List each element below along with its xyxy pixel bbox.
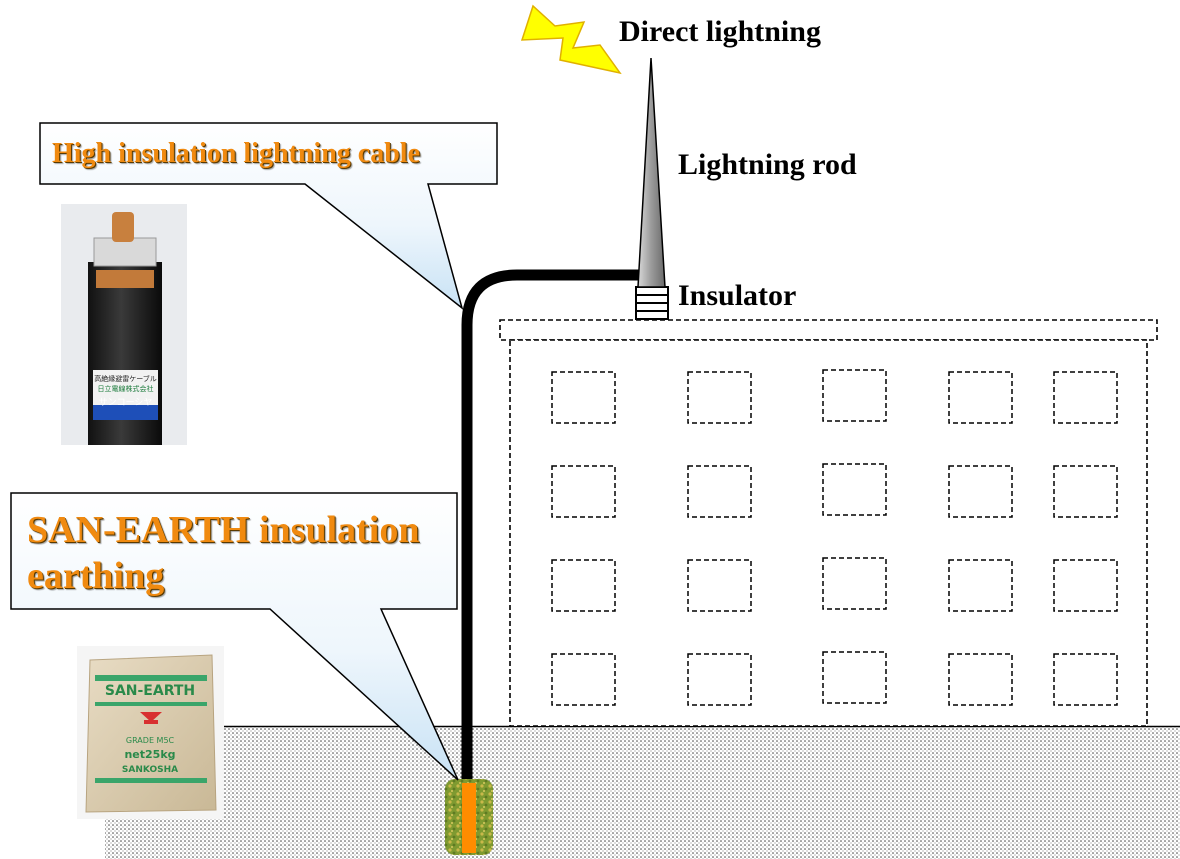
building-window — [687, 653, 752, 706]
building-window — [948, 653, 1013, 706]
building-roof — [499, 319, 1158, 341]
lightning-rod-label: Lightning rod — [678, 148, 857, 181]
building-window — [1053, 371, 1118, 424]
building-window — [551, 653, 616, 706]
bag-grade: GRADE M5C — [125, 736, 175, 745]
callout-earthing-line1: SAN-EARTH insulation — [27, 509, 420, 551]
building-window — [822, 557, 887, 610]
building-window — [1053, 465, 1118, 518]
building-window — [948, 371, 1013, 424]
cable-sticker: 高絶縁避雷ケーブル 日立電線株式会社 サンコーシヤ — [93, 374, 158, 408]
building-window — [1053, 653, 1118, 706]
building-window — [687, 559, 752, 612]
building — [499, 319, 1158, 727]
building-window — [551, 371, 616, 424]
ground — [105, 725, 1180, 859]
building-window — [822, 463, 887, 516]
bag-maker: SANKOSHA — [121, 765, 179, 775]
building-window — [948, 465, 1013, 518]
direct-lightning-label: Direct lightning — [619, 15, 821, 48]
building-window — [687, 371, 752, 424]
cable-sticker-mid: 日立電線株式会社 — [97, 385, 154, 393]
building-window — [551, 465, 616, 518]
building-window — [551, 559, 616, 612]
building-windows — [551, 369, 1118, 706]
bag-weight: net25kg — [124, 748, 176, 761]
insulator — [635, 286, 669, 320]
cable-photo — [61, 204, 187, 445]
cable-sticker-bottom: サンコーシヤ — [98, 398, 153, 408]
lightning-bolt-icon — [520, 4, 622, 75]
callout-cable-text: High insulation lightning cable — [52, 138, 420, 169]
lightning-rod — [637, 57, 666, 288]
building-window — [687, 465, 752, 518]
building-window — [822, 369, 887, 422]
building-window — [948, 559, 1013, 612]
callout-earthing — [10, 492, 459, 781]
earthing-electrode — [445, 779, 493, 855]
insulator-label: Insulator — [678, 279, 797, 312]
cable-sticker-top: 高絶縁避雷ケーブル — [94, 375, 157, 383]
lightning-cable — [461, 269, 640, 790]
callout-earthing-line2: earthing — [27, 555, 165, 597]
bag-photo — [77, 646, 224, 819]
bag-brand: SAN-EARTH — [104, 683, 196, 699]
callout-earthing-text: SAN-EARTH insulation earthing — [27, 507, 420, 599]
building-wall — [509, 339, 1148, 727]
building-window — [822, 651, 887, 704]
callout-cable — [39, 122, 498, 311]
building-window — [1053, 559, 1118, 612]
